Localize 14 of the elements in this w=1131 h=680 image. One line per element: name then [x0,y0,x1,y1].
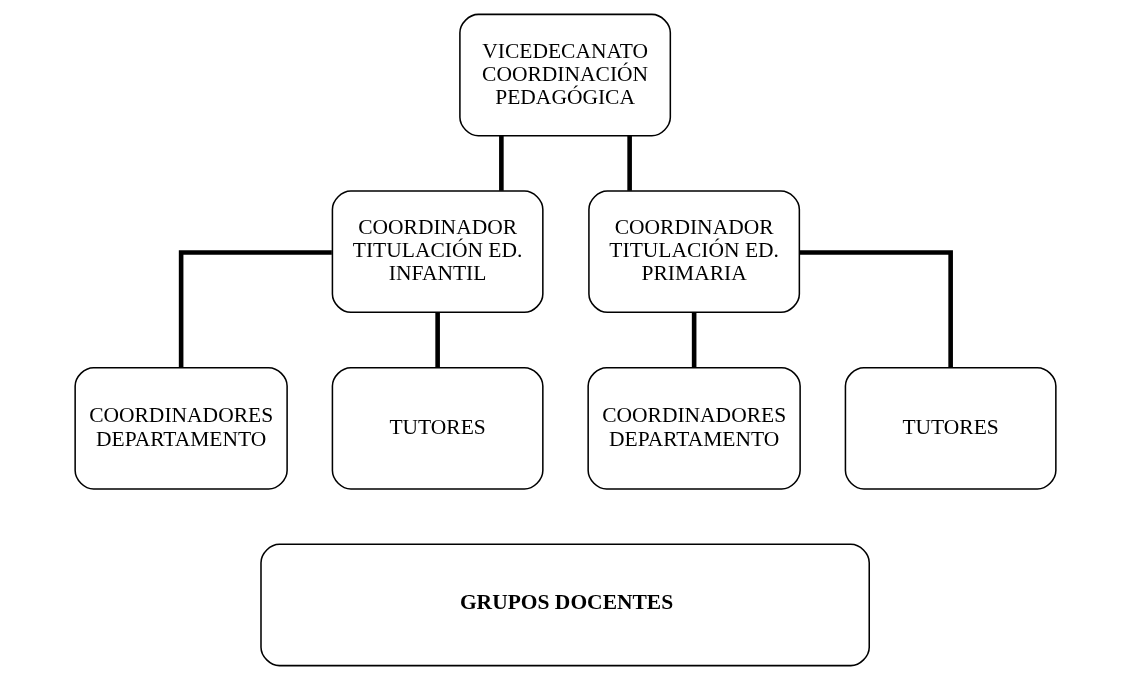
connector [691,312,697,368]
node-box: COORDINADORES DEPARTAMENTO [74,366,288,490]
connector [627,135,632,191]
connector [435,312,440,368]
node-box: TUTORES [331,366,544,490]
connector [178,250,332,368]
node-box: COORDINADOR TITULACIÓN ED. INFANTIL [331,190,544,314]
node-box: COORDINADORES DEPARTAMENTO [587,366,801,490]
node-box: COORDINADOR TITULACIÓN ED. PRIMARIA [588,190,801,314]
connector [799,250,953,368]
node-box: GRUPOS DOCENTES [260,543,870,667]
connector [499,135,504,191]
node-box: VICEDECANATO COORDINACIÓN PEDAGÓGICA [459,13,672,137]
node-box: TUTORES [844,366,1057,490]
